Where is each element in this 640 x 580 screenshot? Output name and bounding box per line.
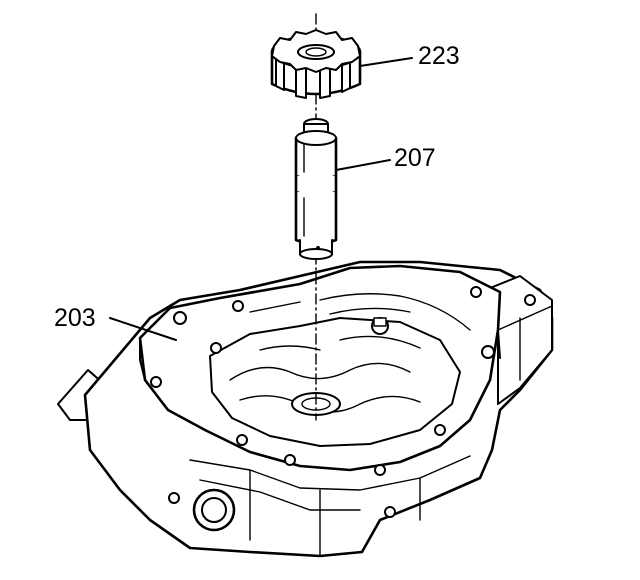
callout-207: 207 [394,144,436,172]
valve-body-housing [57,260,554,558]
fluid-channel [229,362,411,381]
separator-plate [209,317,461,447]
leader-207 [335,159,391,171]
callout-223: 223 [418,42,460,70]
leader-lines [109,57,413,341]
spool-shaft [294,118,338,260]
bolt-holes [150,286,536,518]
leader-203 [109,317,177,341]
callout-203: 203 [54,304,96,332]
leader-223 [359,57,413,67]
drive-gear [270,29,362,99]
